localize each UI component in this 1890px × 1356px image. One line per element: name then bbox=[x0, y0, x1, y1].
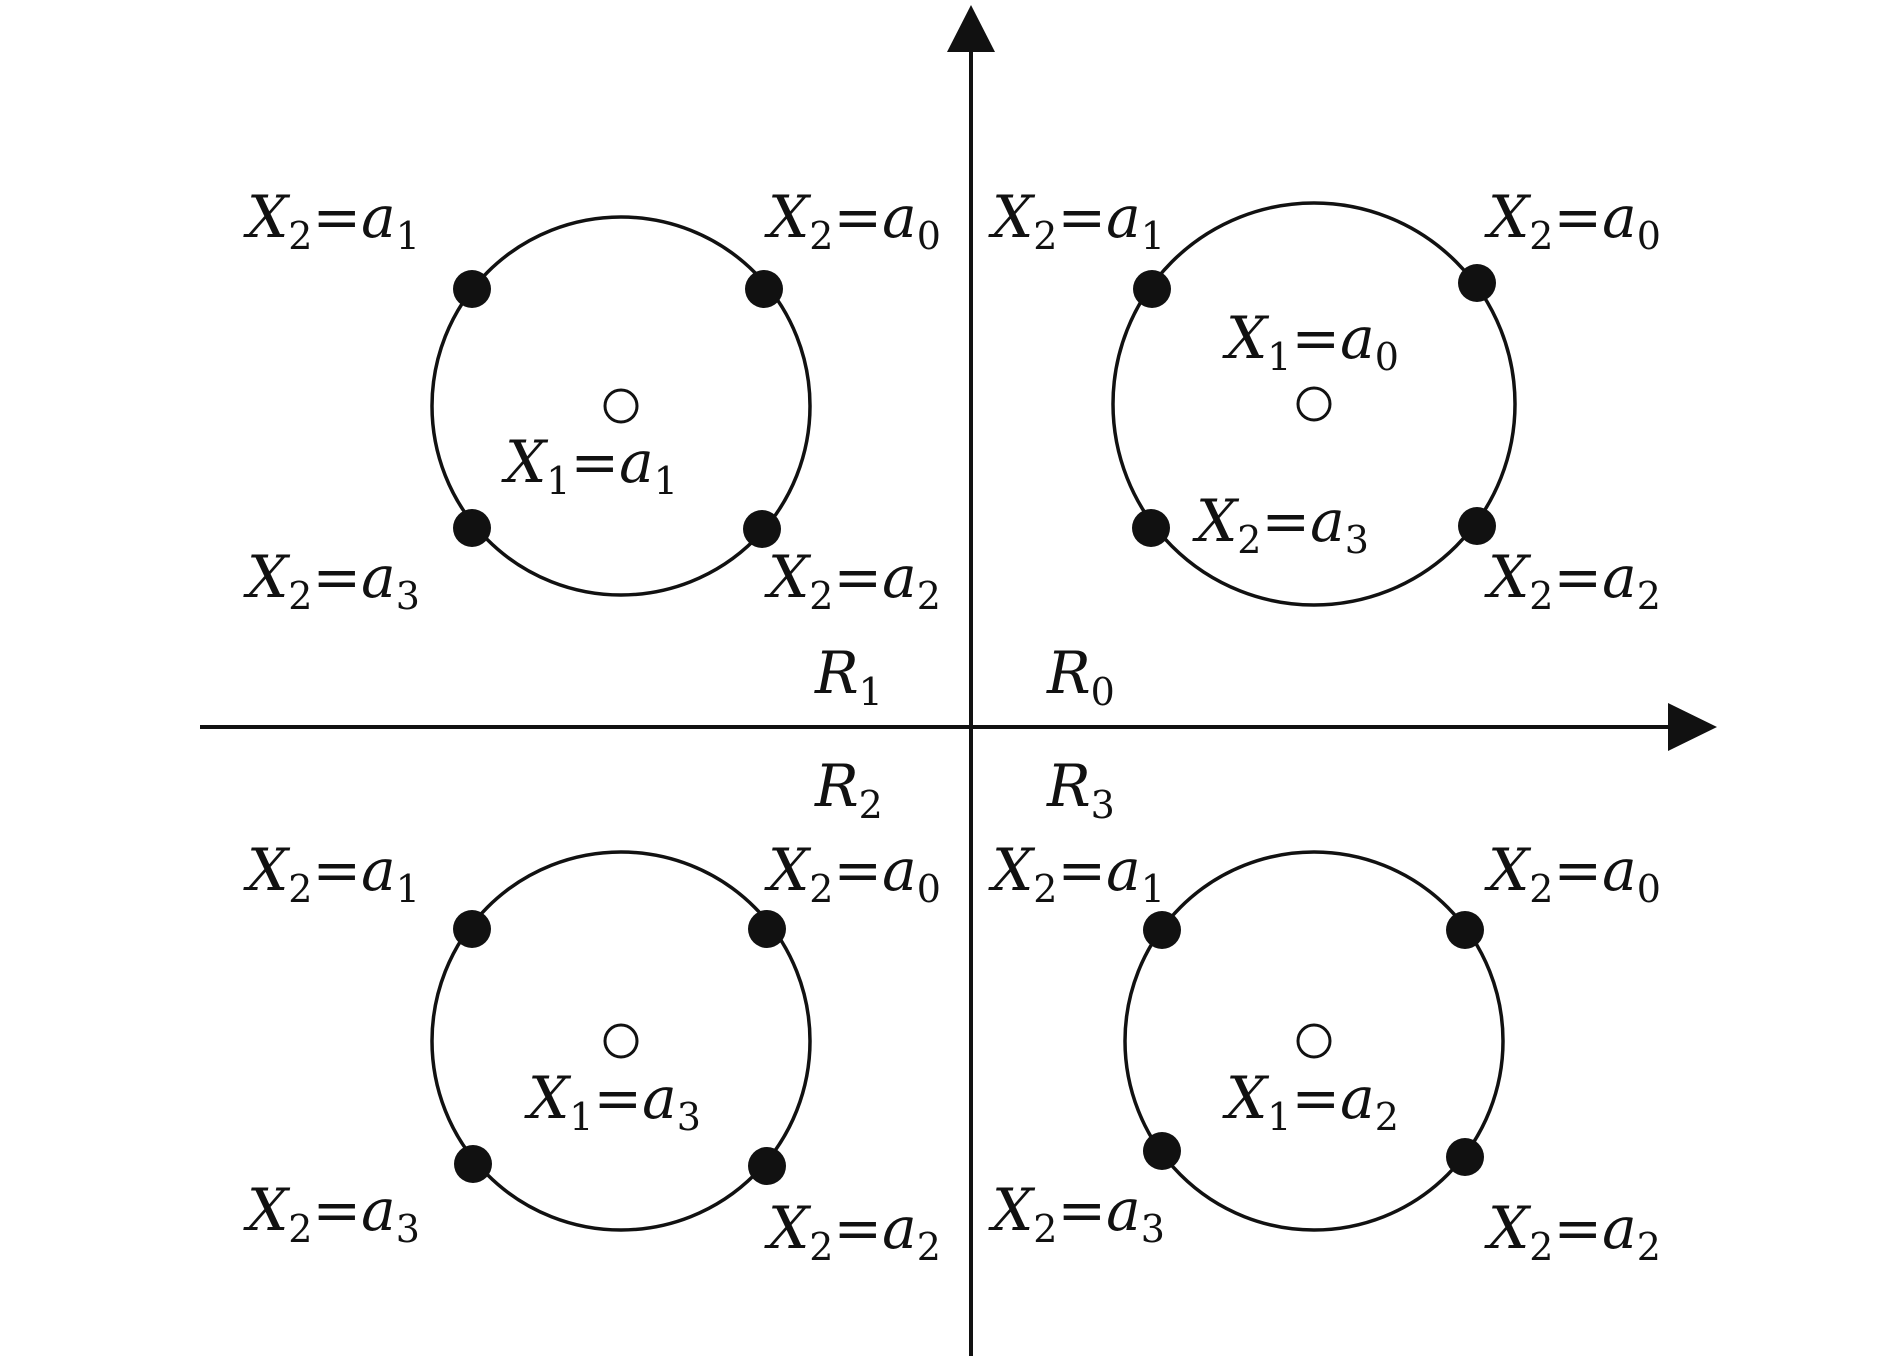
constellation-point bbox=[453, 270, 491, 308]
cluster-ring bbox=[430, 215, 812, 597]
center-label: X1=a0 bbox=[1222, 304, 1399, 379]
constellation-point bbox=[1446, 1138, 1484, 1176]
cluster-ring bbox=[430, 850, 812, 1232]
point-label: X2=a3 bbox=[243, 1176, 420, 1251]
point-label: X2=a0 bbox=[1484, 836, 1661, 911]
point-label: X2=a1 bbox=[243, 836, 420, 911]
region-labels: R0 R1 R2 R3 bbox=[814, 639, 1115, 827]
point-label: X2=a0 bbox=[764, 836, 941, 911]
point-label: X2=a3 bbox=[988, 1176, 1165, 1251]
point-label: X2=a0 bbox=[1484, 183, 1661, 258]
point-label: X2=a0 bbox=[764, 183, 941, 258]
point-label: X2=a2 bbox=[1484, 543, 1661, 618]
region-label-r1: R1 bbox=[814, 639, 883, 714]
cluster-bottom-left: X1=a3 X2=a1 X2=a0 X2=a3 X2=a2 bbox=[243, 836, 941, 1269]
point-label: X2=a1 bbox=[988, 836, 1165, 911]
point-label: X2=a2 bbox=[764, 1194, 941, 1269]
point-label: X2=a3 bbox=[1192, 487, 1369, 562]
y-axis-arrowhead bbox=[947, 5, 995, 52]
cluster-top-right: X1=a0 X2=a1 X2=a0 X2=a3 X2=a2 bbox=[988, 183, 1661, 618]
center-label: X1=a3 bbox=[524, 1064, 701, 1139]
center-point bbox=[603, 388, 639, 424]
constellation-point bbox=[745, 270, 783, 308]
point-label: X2=a2 bbox=[1484, 1194, 1661, 1269]
center-point bbox=[1296, 1023, 1332, 1059]
center-point bbox=[1296, 386, 1332, 422]
cluster-top-left: X1=a1 X2=a1 X2=a0 X2=a3 X2=a2 bbox=[243, 183, 941, 618]
constellation-point bbox=[1143, 1132, 1181, 1170]
axes bbox=[200, 5, 1717, 1356]
point-label: X2=a1 bbox=[988, 183, 1165, 258]
center-label: X1=a2 bbox=[1222, 1064, 1399, 1139]
constellation-point bbox=[1458, 264, 1496, 302]
constellation-point bbox=[453, 509, 491, 547]
point-label: X2=a2 bbox=[764, 543, 941, 618]
region-label-r2: R2 bbox=[814, 752, 883, 827]
point-label: X2=a1 bbox=[243, 183, 420, 258]
constellation-point bbox=[1446, 911, 1484, 949]
constellation-point bbox=[1143, 911, 1181, 949]
cluster-bottom-right: X1=a2 X2=a1 X2=a0 X2=a3 X2=a2 bbox=[988, 836, 1661, 1269]
constellation-point bbox=[748, 1147, 786, 1185]
region-label-r3: R3 bbox=[1046, 752, 1115, 827]
cluster-ring bbox=[1111, 201, 1517, 607]
constellation-point bbox=[454, 1145, 492, 1183]
x-axis-arrowhead bbox=[1668, 703, 1717, 751]
center-label: X1=a1 bbox=[501, 428, 678, 503]
constellation-point bbox=[1132, 509, 1170, 547]
cluster-ring bbox=[1123, 850, 1505, 1232]
constellation-point bbox=[453, 910, 491, 948]
point-label: X2=a3 bbox=[243, 543, 420, 618]
constellation-point bbox=[1458, 507, 1496, 545]
center-point bbox=[603, 1023, 639, 1059]
constellation-point bbox=[748, 910, 786, 948]
region-label-r0: R0 bbox=[1046, 639, 1115, 714]
constellation-point bbox=[1133, 270, 1171, 308]
constellation-point bbox=[743, 510, 781, 548]
